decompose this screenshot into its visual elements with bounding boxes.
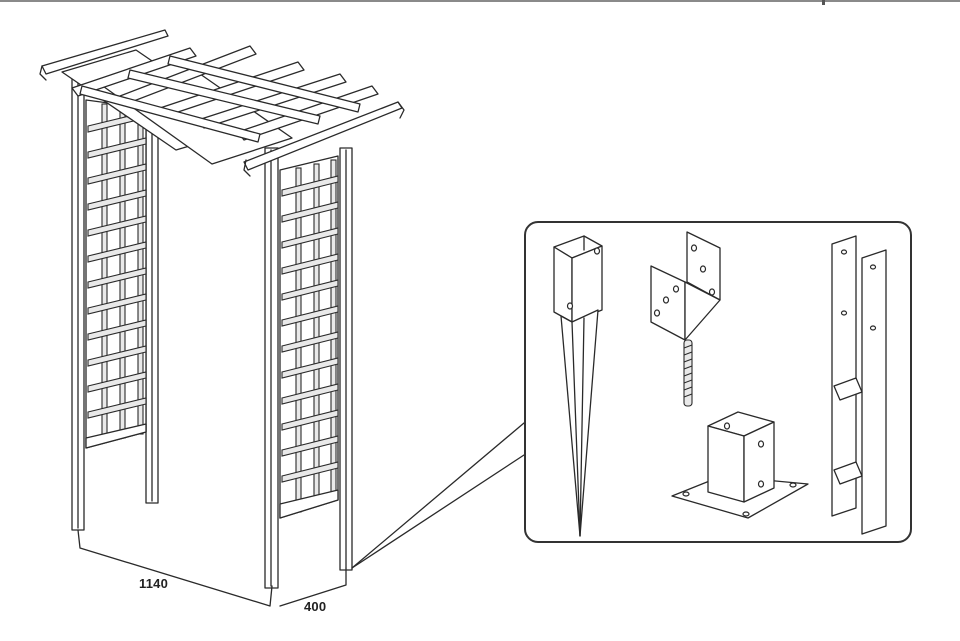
callout-leader-lines — [351, 422, 525, 569]
left-trellis-horizontal-slats — [87, 111, 147, 419]
spike-post-anchor-icon — [553, 235, 603, 537]
right-side-frame — [264, 147, 353, 589]
right-trellis-horizontal-slats — [281, 175, 339, 483]
width-dimension-label: 1140 — [139, 576, 169, 591]
top-border-rule — [0, 0, 960, 2]
bolt-down-post-shoe-icon — [671, 411, 809, 519]
pergola-roof — [39, 29, 405, 177]
fixing-options-callout-box — [524, 221, 912, 543]
top-edge-mark — [822, 0, 825, 5]
h-bracket-anchor-icon — [831, 235, 887, 535]
depth-dimension-label: 400 — [304, 599, 327, 614]
left-trellis-bottom-rail — [85, 423, 147, 449]
dimension-lines — [77, 529, 347, 607]
u-bracket-bolt-anchor-icon — [650, 231, 721, 407]
right-trellis-bottom-rail — [279, 489, 339, 519]
roof-beam-left — [41, 29, 169, 75]
left-side-frame — [71, 69, 159, 531]
